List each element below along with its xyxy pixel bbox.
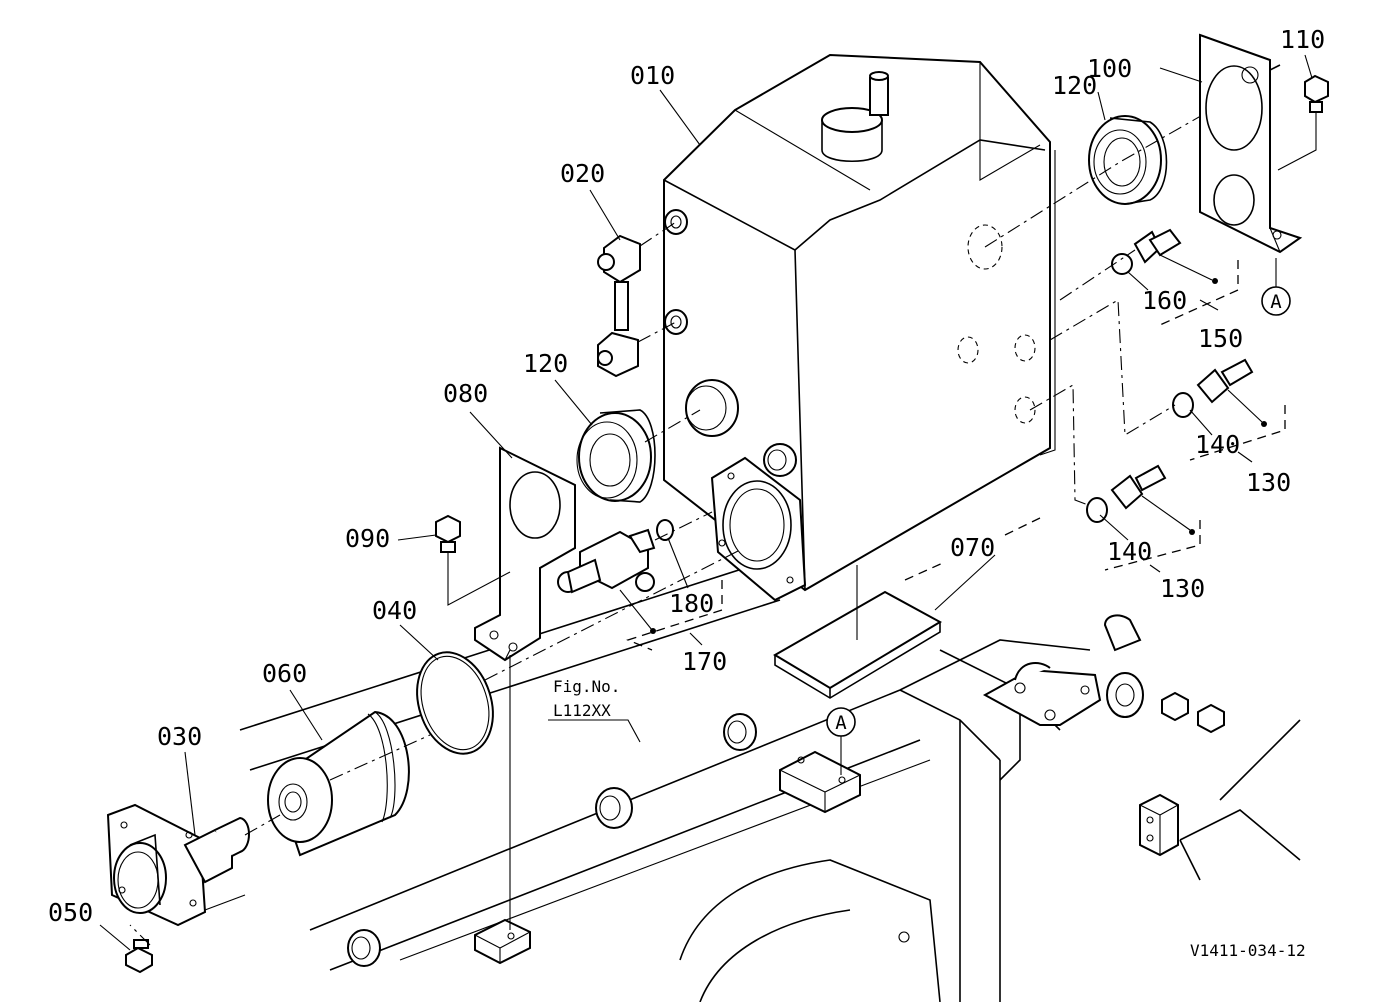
fitting-130-lower <box>1029 384 1195 535</box>
label-130-lower: 130 <box>1160 574 1205 603</box>
drawing-code: V1411-034-12 <box>1190 941 1306 960</box>
bolt-090 <box>435 514 511 606</box>
strainer-060 <box>267 549 741 857</box>
bracket-100 <box>1199 33 1303 254</box>
label-100: 100 <box>1087 54 1132 83</box>
label-120-left: 120 <box>523 349 568 378</box>
label-030: 030 <box>157 722 202 751</box>
chassis-hardware <box>347 614 1225 967</box>
label-170: 170 <box>682 647 727 676</box>
oil-seal-left <box>576 409 701 503</box>
label-050: 050 <box>48 898 93 927</box>
fitting-150 <box>1059 228 1218 301</box>
group-bracket-130-upper <box>1189 405 1286 461</box>
svg-text:A: A <box>1270 291 1282 313</box>
group-bracket-170 <box>626 580 723 651</box>
label-090: 090 <box>345 524 390 553</box>
label-020: 020 <box>560 159 605 188</box>
label-150: 150 <box>1198 324 1243 353</box>
fitting-130-upper <box>1049 299 1267 436</box>
part-labels: 010 020 120 080 090 040 060 030 050 100 … <box>48 25 1325 927</box>
label-110: 110 <box>1280 25 1325 54</box>
suction-flange-030 <box>106 803 281 927</box>
fig-ref-line1: Fig.No. <box>553 677 620 696</box>
label-140-upper: 140 <box>1195 430 1240 459</box>
label-070: 070 <box>950 533 995 562</box>
callout-a-top: A <box>1261 286 1291 316</box>
label-040: 040 <box>372 596 417 625</box>
label-140-lower: 140 <box>1107 537 1152 566</box>
label-080: 080 <box>443 379 488 408</box>
callout-a-bottom: A <box>826 707 856 737</box>
tee-fitting-170 <box>557 511 713 634</box>
level-gauge <box>597 221 677 378</box>
hydraulic-tank <box>663 53 1056 602</box>
label-010: 010 <box>630 61 675 90</box>
label-180: 180 <box>669 589 714 618</box>
svg-text:A: A <box>835 712 847 734</box>
label-160: 160 <box>1142 286 1187 315</box>
label-130-upper: 130 <box>1246 468 1291 497</box>
rubber-pad <box>773 517 1041 699</box>
oil-seal-right <box>984 87 1251 248</box>
plug-050 <box>125 924 153 974</box>
o-ring-040 <box>416 651 494 755</box>
leader-lines <box>99 54 1313 951</box>
fig-ref-line2: L112XX <box>553 701 611 720</box>
group-bracket-130-lower <box>1104 520 1201 571</box>
bracket-080 <box>474 446 576 662</box>
group-bracket-150 <box>1159 260 1239 326</box>
bolt-110 <box>1269 64 1329 171</box>
label-120-right: 120 <box>1052 71 1097 100</box>
label-060: 060 <box>262 659 307 688</box>
